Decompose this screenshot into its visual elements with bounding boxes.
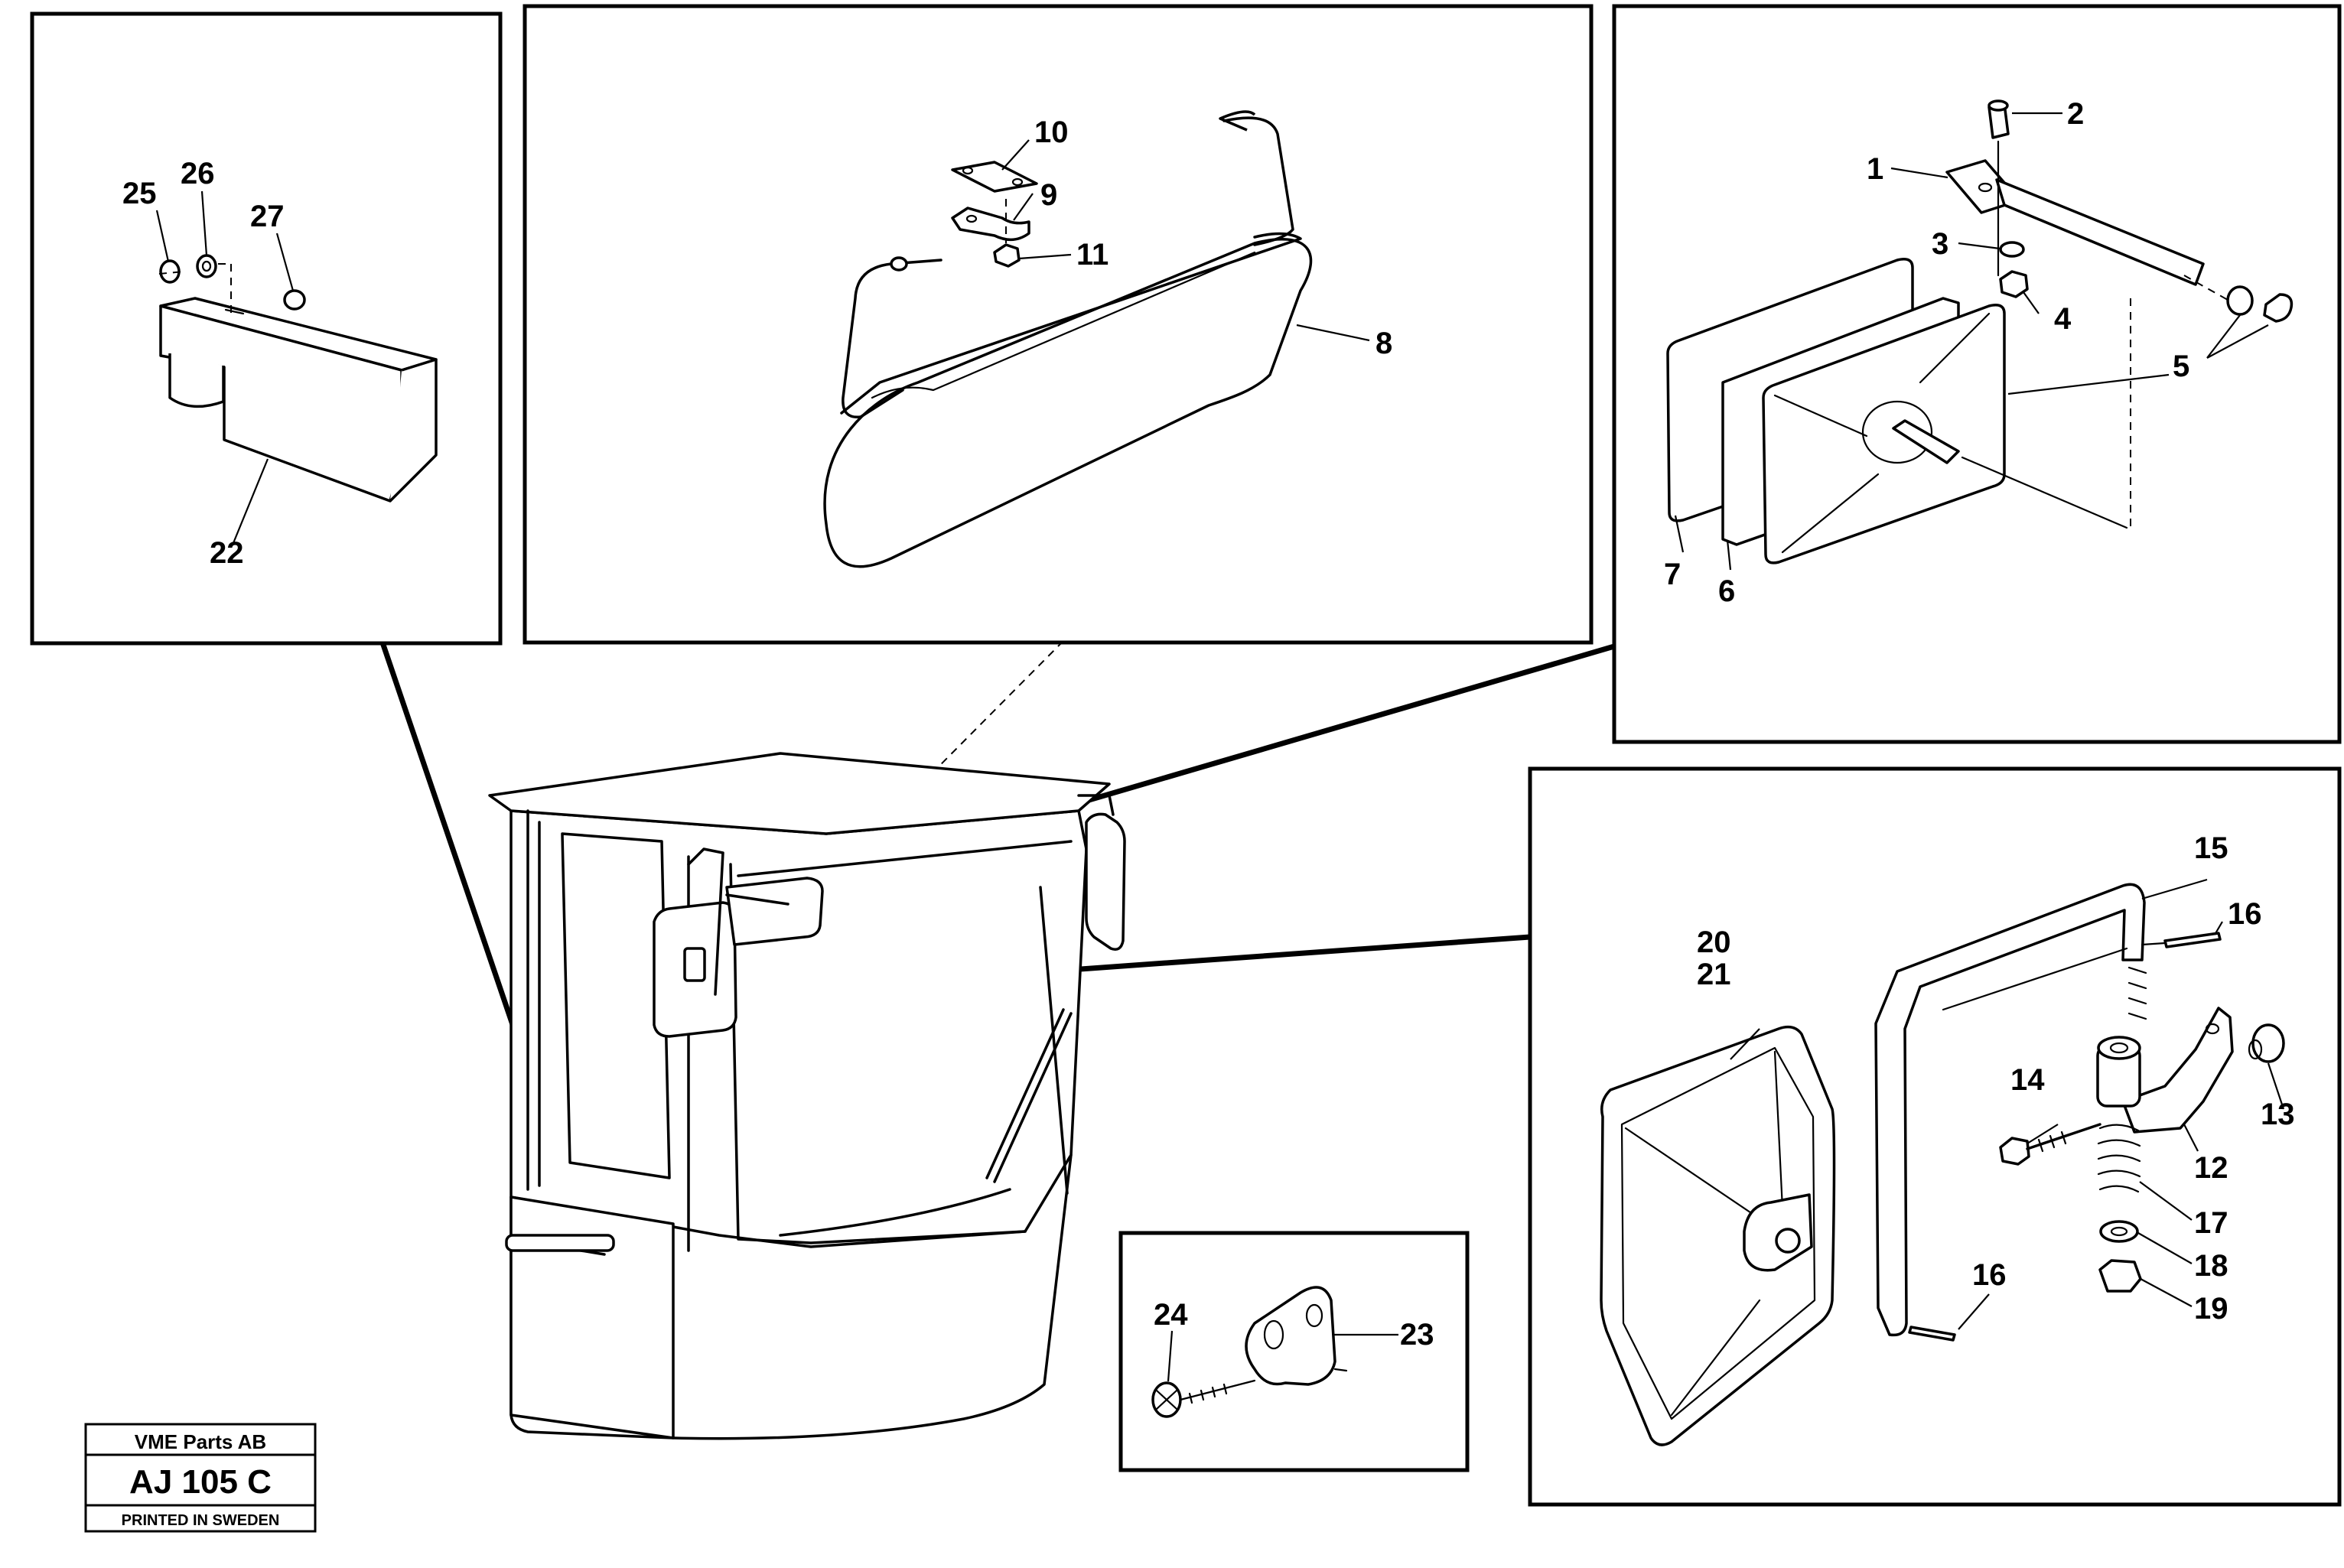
callout-8: 8 [1375, 327, 1392, 360]
visor-bracket-9-10-11 [951, 161, 1038, 268]
callout-20: 20 [1697, 926, 1731, 959]
callout-14: 14 [2010, 1063, 2045, 1097]
mirror-glass-5 [1762, 304, 2006, 564]
callout-22: 22 [210, 536, 244, 570]
callout-21: 21 [1697, 958, 1731, 991]
wide-mirror-20-21 [1600, 1025, 1836, 1446]
callout-6: 6 [1718, 574, 1735, 608]
mirror-fasteners-5 [2130, 275, 2294, 529]
callout-25: 25 [122, 177, 157, 210]
panel-cover-box: 25 26 27 22 [30, 11, 503, 646]
stamp-footer: PRINTED IN SWEDEN [122, 1512, 280, 1529]
callout-11: 11 [1076, 238, 1109, 272]
callout-13: 13 [2261, 1098, 2295, 1131]
mirror-arm-1-2 [1945, 99, 2205, 298]
screw-24 [1151, 1379, 1256, 1418]
callout-19: 19 [2194, 1292, 2228, 1326]
cab-sun-visor-mirror [725, 877, 824, 946]
callout-3: 3 [1932, 227, 1948, 261]
callout-24: 24 [1154, 1298, 1188, 1332]
callout-26: 26 [181, 157, 215, 190]
stamp-code: AJ 105 C [129, 1463, 272, 1501]
cab-overview [488, 752, 1111, 1440]
callout-5: 5 [2173, 350, 2189, 383]
mirror-bracket-12 [2096, 1007, 2234, 1134]
callout-16: 16 [2228, 897, 2262, 931]
pins-16 [1908, 932, 2222, 1342]
callout-7: 7 [1664, 558, 1681, 591]
callout-9: 9 [1040, 178, 1057, 212]
stamp-company: VME Parts AB [135, 1430, 266, 1453]
callout-10: 10 [1034, 115, 1069, 149]
panel-wide-mirror: 15 16 20 21 14 13 12 17 18 19 16 [1528, 766, 2342, 1507]
cover-box-part [159, 297, 438, 503]
callout-15: 15 [2194, 831, 2228, 865]
panel-rect-mirror: 1 2 3 4 5 7 6 [1612, 4, 2342, 744]
panel-sun-visor: 10 9 11 8 [523, 4, 1594, 645]
drawing-code-stamp: VME Parts AB AJ 105 C PRINTED IN SWEDEN [84, 1423, 317, 1533]
bolt-14 [1999, 1123, 2101, 1166]
callout-4: 4 [2054, 302, 2072, 336]
mirror-rod-15 [1874, 883, 2147, 1337]
callout-23: 23 [1400, 1318, 1434, 1352]
bush-13 [2248, 1023, 2285, 1063]
cab-right-mirror [1077, 794, 1126, 951]
washer-18-nut-19 [2098, 1220, 2142, 1293]
callout-12: 12 [2194, 1151, 2228, 1185]
callout-16-lower: 16 [1972, 1258, 2007, 1292]
sun-visor-part [823, 110, 1313, 568]
callout-17: 17 [2194, 1206, 2228, 1240]
callout-27: 27 [250, 200, 285, 233]
hook-part-23 [1245, 1286, 1348, 1386]
callout-18: 18 [2194, 1249, 2228, 1283]
panel-hook: 23 24 [1118, 1231, 1470, 1472]
callout-1: 1 [1867, 152, 1883, 186]
spring-17 [2097, 1124, 2141, 1193]
cab-left-mirror [653, 847, 737, 1038]
callout-2: 2 [2067, 97, 2084, 131]
